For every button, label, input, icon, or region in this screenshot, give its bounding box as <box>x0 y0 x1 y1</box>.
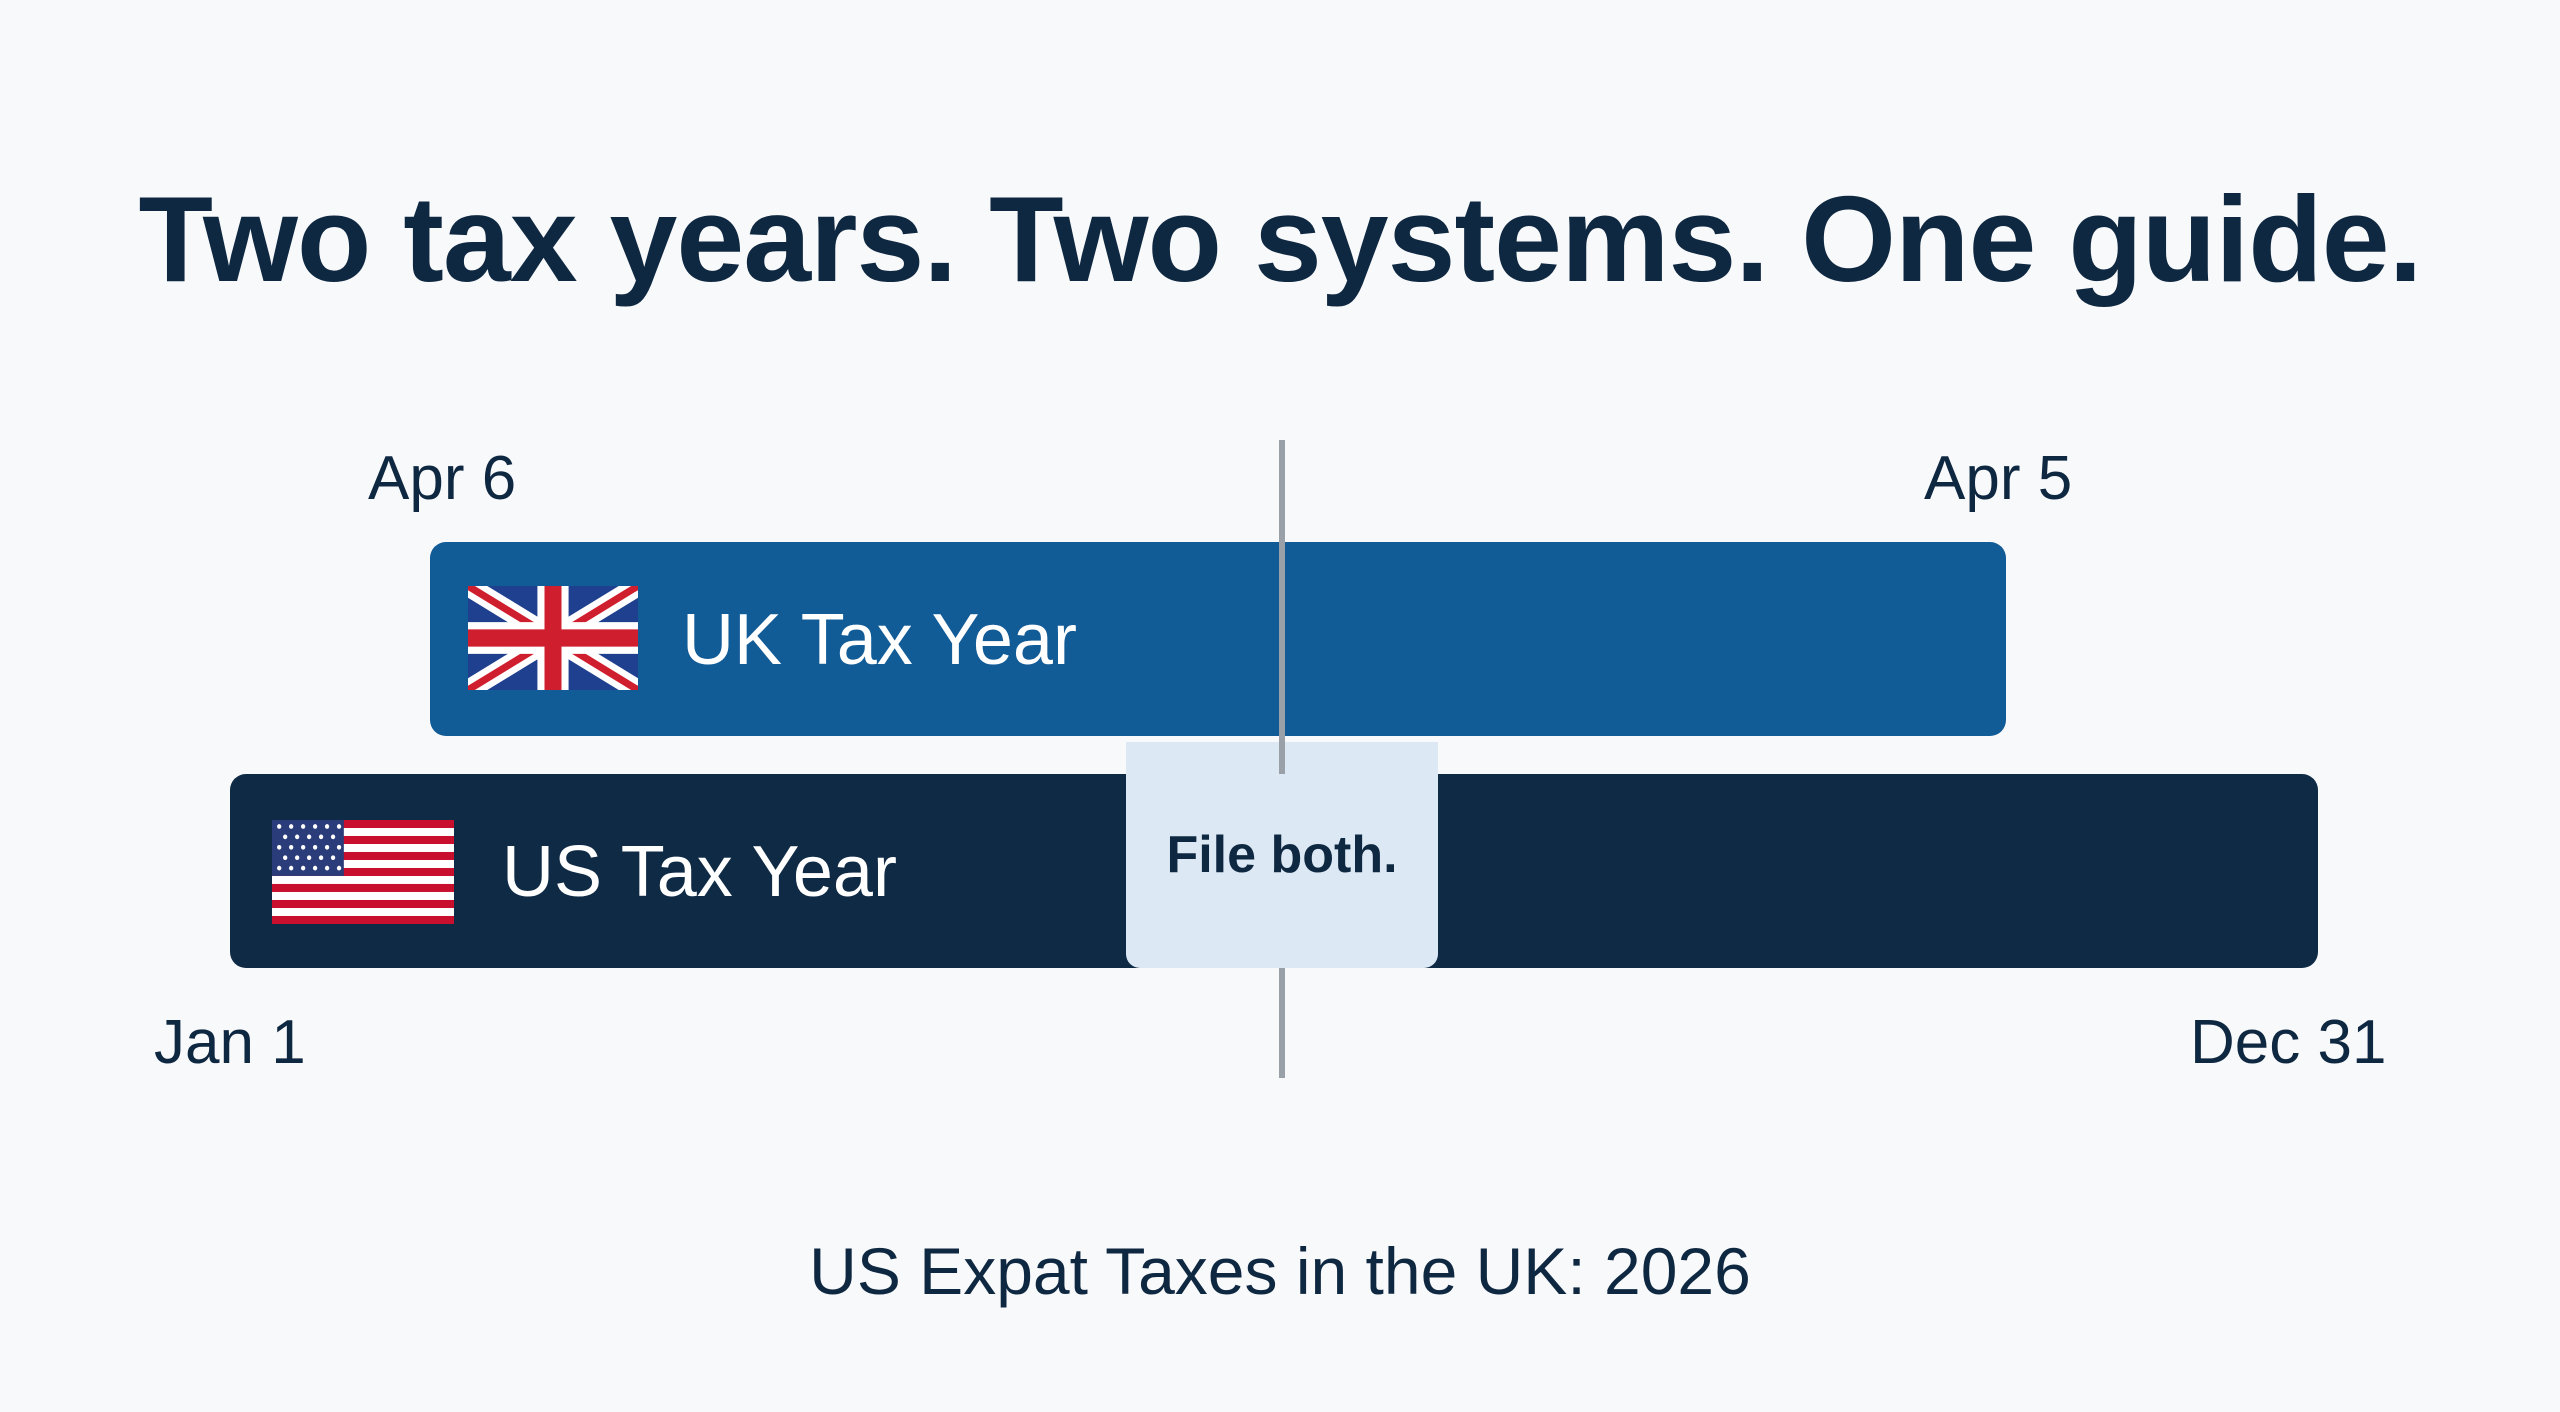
uk-year-end-label: Apr 5 <box>1924 444 2073 513</box>
divider-line-bottom <box>1279 968 1285 1078</box>
us-flag-icon <box>272 820 454 924</box>
page-title: Two tax years. Two systems. One guide. <box>138 171 2423 307</box>
guide-subtitle: US Expat Taxes in the UK: 2026 <box>809 1234 1751 1308</box>
uk-tax-year-bar: UK Tax Year <box>430 542 2006 736</box>
file-both-overlap-box: File both. <box>1126 742 1438 968</box>
uk-year-start-label: Apr 6 <box>368 444 517 513</box>
uk-flag-icon <box>468 586 638 690</box>
file-both-label: File both. <box>1166 826 1398 884</box>
us-year-end-label: Dec 31 <box>2190 1008 2387 1077</box>
divider-line-top <box>1279 440 1285 774</box>
us-year-start-label: Jan 1 <box>154 1008 306 1077</box>
uk-tax-year-label: UK Tax Year <box>682 600 1077 680</box>
us-tax-year-label: US Tax Year <box>502 832 897 912</box>
